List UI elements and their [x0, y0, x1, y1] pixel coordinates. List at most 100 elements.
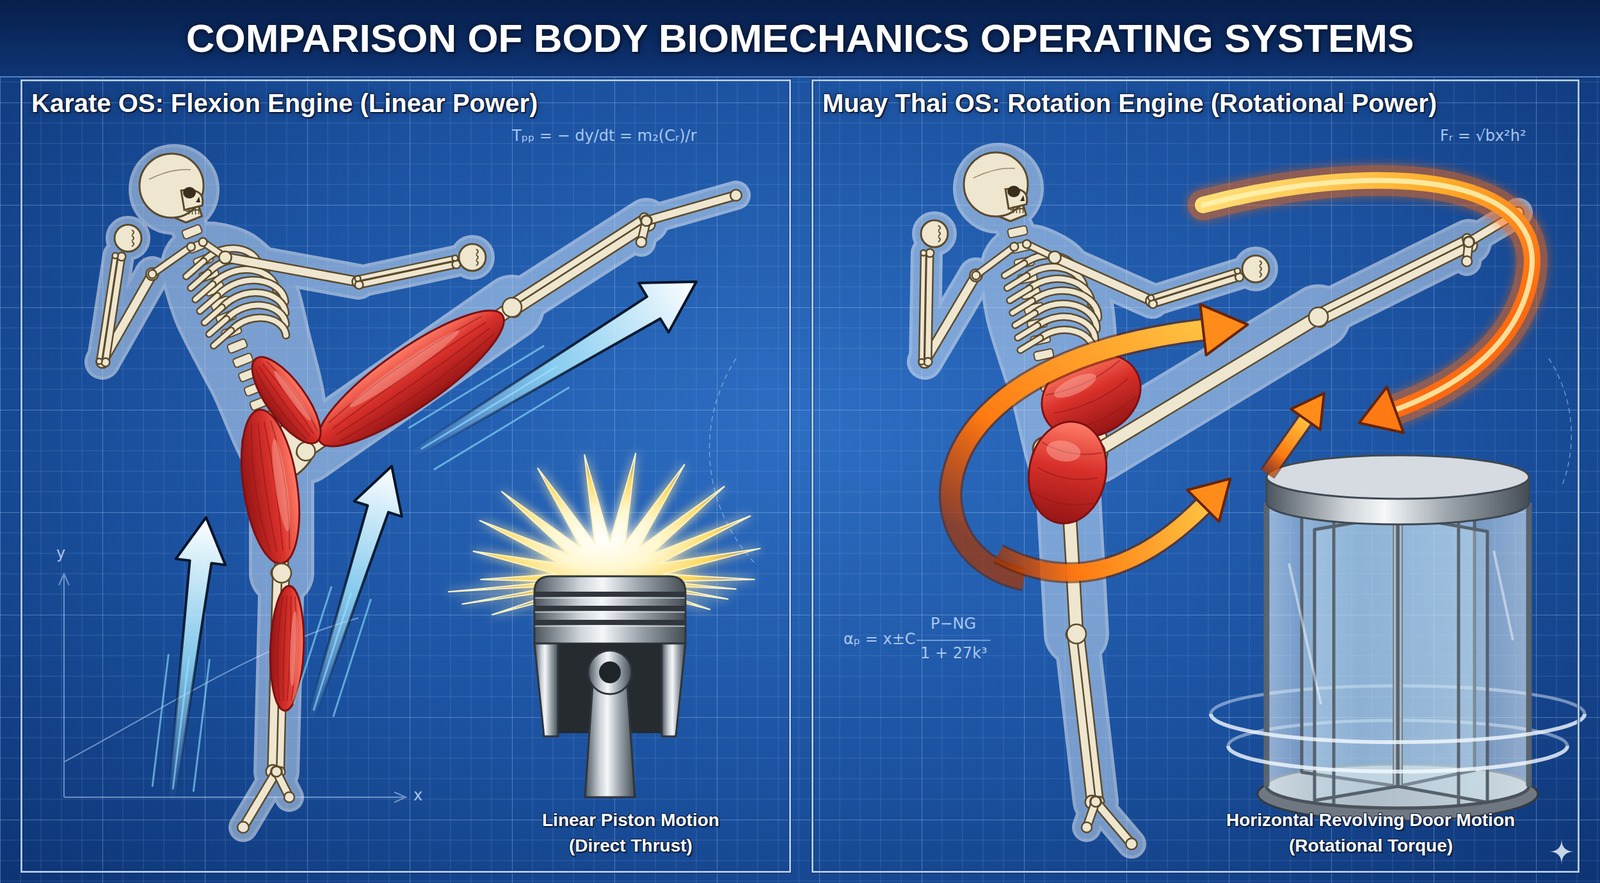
bone-joint [1461, 256, 1472, 267]
label-holder: (Rotational Torque) [1288, 834, 1453, 857]
tooth [198, 207, 200, 215]
page-title: COMPARISON OF BODY BIOMECHANICS OPERATIN… [186, 16, 1415, 61]
bone-joint [112, 252, 119, 259]
rib-outline [231, 317, 287, 335]
bone-joint [354, 275, 361, 282]
muscle-fiber [1031, 492, 1094, 509]
bone-outline [357, 257, 456, 279]
bone [1054, 257, 1152, 301]
muscle-fiber [325, 311, 482, 424]
bone-joint [1234, 268, 1241, 274]
bone-joint [270, 765, 283, 777]
arrow-head [1359, 386, 1404, 432]
flame-swoosh [1203, 180, 1533, 433]
silhouette-edge [1095, 801, 1132, 844]
piston-illustration [448, 453, 761, 798]
label-holder: αₚ = x±C [843, 629, 916, 649]
muscle-highlight [1044, 437, 1083, 464]
bone-joint [1148, 295, 1154, 301]
axis-label: y [56, 544, 66, 563]
rotation-arrow [1267, 392, 1325, 474]
muscle [268, 584, 306, 712]
bone-joint [272, 563, 292, 583]
bone-outline [928, 252, 930, 362]
bone-outline [1080, 632, 1100, 801]
door-frame [1332, 521, 1336, 806]
bone-outline [225, 257, 359, 282]
muscle [232, 405, 308, 568]
silhouette-edge [453, 238, 492, 277]
caption-line: Linear Piston Motion [542, 808, 720, 831]
rib [231, 317, 287, 335]
bone-outline [513, 224, 649, 311]
equation: P−NG [930, 614, 976, 633]
body-silhouette [102, 147, 736, 827]
bone-joint [1066, 624, 1087, 644]
bone [646, 195, 736, 221]
silhouette-edge [646, 195, 736, 221]
label-holder: Tₚₚ = − dy/dt = m₂(Cᵣ)/r [512, 126, 697, 146]
watermark-sparkle [1548, 838, 1575, 864]
bone [510, 217, 645, 304]
bone-joint [920, 249, 927, 256]
thrust-arrow [294, 465, 402, 722]
piston-ring [535, 605, 685, 611]
motion-swirl [1210, 713, 1585, 742]
thrust-arrow [152, 517, 226, 801]
tooth [195, 207, 197, 215]
knuckle [131, 229, 134, 235]
arrow-body [1267, 419, 1306, 474]
bone-joint [636, 236, 647, 248]
flame-body [1203, 180, 1533, 410]
equation: Fᵣ = √bx²h² [1440, 126, 1527, 146]
silhouette-edge [915, 214, 954, 253]
knuckle [131, 235, 134, 241]
silhouette-edge [131, 147, 217, 232]
bone-joint [502, 297, 522, 317]
ring-highlight [535, 611, 685, 613]
fist [1242, 255, 1270, 283]
arrow-body [998, 505, 1204, 573]
equation: αₚ = x±C [843, 629, 916, 649]
bone-outline [243, 771, 277, 827]
bone [1320, 245, 1471, 320]
bone-joint [451, 255, 458, 262]
bone [976, 246, 1015, 276]
fist [920, 220, 948, 248]
speed-streak [152, 654, 169, 786]
skull-suture [973, 168, 1016, 178]
fist [458, 243, 486, 271]
bone-outline [976, 246, 1015, 276]
skull-cranium [963, 152, 1028, 217]
muscle-fiber [331, 320, 486, 429]
tooth [1022, 206, 1024, 214]
bone-joint [1125, 837, 1138, 850]
bone-joint [237, 821, 249, 833]
bone [357, 257, 456, 279]
skeleton-figure [96, 147, 742, 833]
skeleton [918, 152, 1524, 850]
silhouette-edge [956, 145, 1041, 231]
axis-arrowhead [58, 573, 70, 585]
rib-outline [1009, 288, 1030, 301]
door-wing [1397, 515, 1488, 802]
bone-joint [284, 791, 295, 802]
bone [1316, 238, 1467, 314]
ring-highlight [535, 597, 685, 599]
piston-crown [534, 576, 686, 644]
silhouette-fill [108, 218, 148, 258]
equation: Tₚₚ = − dy/dt = m₂(Cᵣ)/r [512, 126, 697, 146]
arrow-head [1200, 304, 1248, 355]
muscle-highlight [270, 368, 315, 424]
piston-skirt [661, 643, 686, 736]
bone-joint [271, 766, 282, 777]
axis-line [63, 576, 65, 797]
bone-outline [510, 217, 645, 304]
silhouette-edge [108, 218, 148, 258]
bone-joint [1009, 242, 1019, 251]
knuckle [1259, 266, 1262, 272]
rib [1004, 263, 1025, 276]
skeleton [96, 153, 742, 833]
silhouette-fill [1236, 249, 1275, 288]
